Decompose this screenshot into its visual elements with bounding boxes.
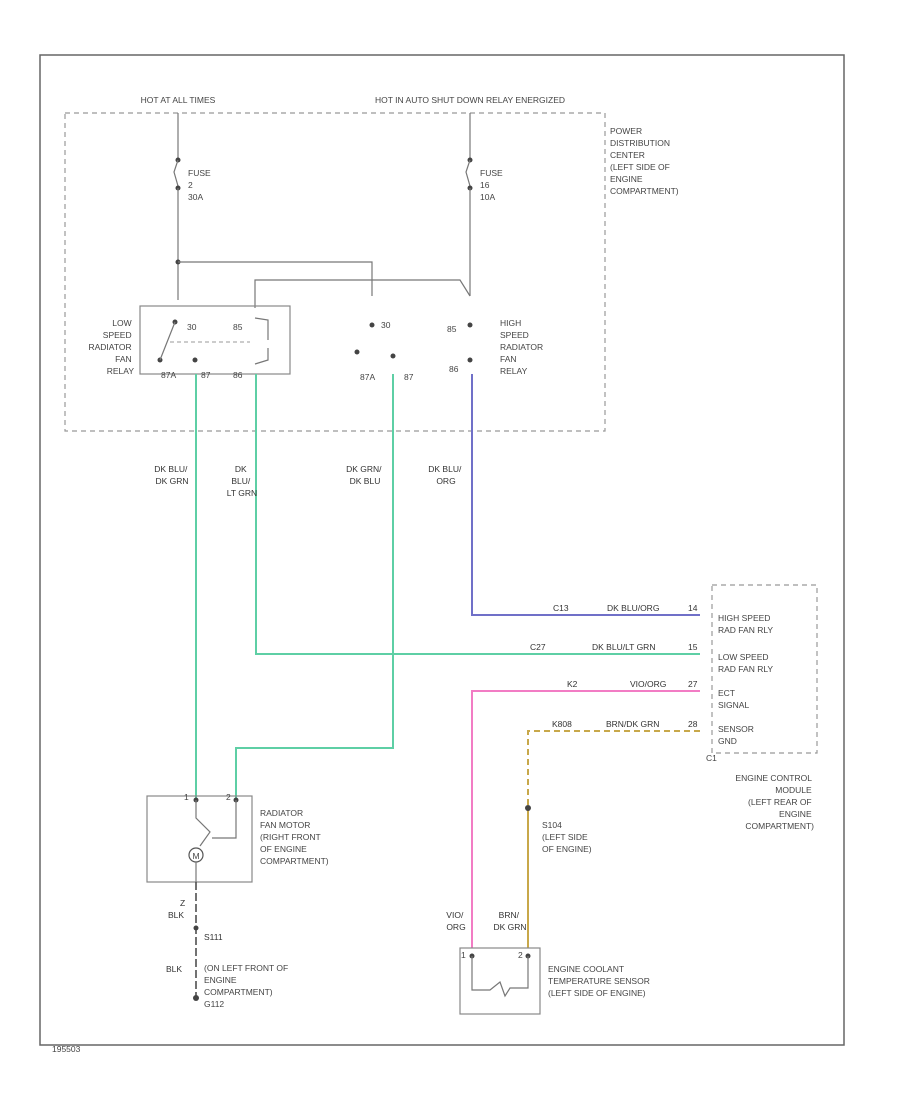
- svg-text:87: 87: [201, 370, 211, 380]
- svg-text:M: M: [192, 851, 199, 861]
- svg-text:1: 1: [184, 792, 189, 802]
- wire-label-3: DK GRN/ DK BLU: [346, 464, 384, 486]
- fuse-right-label: FUSE 16 10A: [480, 168, 505, 202]
- splice-s104-label: S104 (LEFT SIDE OF ENGINE): [542, 820, 592, 854]
- low-speed-relay-box: [139, 305, 291, 375]
- svg-text:2: 2: [518, 950, 523, 960]
- ecm-box: [711, 584, 818, 754]
- svg-text:C1: C1: [706, 753, 717, 763]
- sensor-wire-right-label: BRN/ DK GRN: [493, 910, 526, 932]
- wire-label-2: DK BLU/ LT GRN: [227, 464, 257, 498]
- sensor-wire-left-label: VIO/ ORG: [446, 910, 465, 932]
- pdc-box: [64, 112, 606, 432]
- svg-text:27: 27: [688, 679, 698, 689]
- wire-dkblu-org: [471, 374, 700, 616]
- wire-dkblu-ltgrn: [255, 374, 700, 655]
- fuse-left-label: FUSE 2 30A: [188, 168, 213, 202]
- coolant-sensor-box: [459, 947, 541, 1015]
- wire-label-4: DK BLU/ ORG: [428, 464, 463, 486]
- figure-code: 195503: [52, 1044, 81, 1054]
- svg-text:86: 86: [449, 364, 459, 374]
- svg-text:30: 30: [187, 322, 197, 332]
- svg-text:BLK: BLK: [166, 964, 182, 974]
- svg-text:S111: S111: [204, 932, 223, 942]
- ecm-pin-labels: HIGH SPEED RAD FAN RLY LOW SPEED RAD FAN…: [718, 613, 775, 746]
- svg-text:87A: 87A: [161, 370, 176, 380]
- svg-text:85: 85: [233, 322, 243, 332]
- high-speed-relay-label: HIGH SPEED RADIATOR FAN RELAY: [500, 318, 546, 376]
- thermistor-icon: [471, 956, 529, 998]
- svg-text:1: 1: [461, 950, 466, 960]
- pdc-label: POWER DISTRIBUTION CENTER (LEFT SIDE OF …: [610, 126, 679, 196]
- svg-text:C13: C13: [553, 603, 569, 613]
- low-speed-relay-label: LOW SPEED RADIATOR FAN RELAY: [88, 318, 134, 376]
- svg-text:C27: C27: [530, 642, 546, 652]
- svg-text:VIO/ORG: VIO/ORG: [630, 679, 666, 689]
- wire-label-1: DK BLU/ DK GRN: [154, 464, 189, 486]
- svg-text:BRN/DK GRN: BRN/DK GRN: [606, 719, 659, 729]
- ecm-label: ENGINE CONTROL MODULE (LEFT REAR OF ENGI…: [735, 773, 814, 831]
- svg-text:85: 85: [447, 324, 457, 334]
- wire-dkgrn-dkblu: [235, 374, 394, 800]
- svg-text:87: 87: [404, 372, 414, 382]
- wire-vio-org: [471, 690, 700, 948]
- svg-text:2: 2: [226, 792, 231, 802]
- svg-text:15: 15: [688, 642, 698, 652]
- svg-text:DK BLU/LT GRN: DK BLU/LT GRN: [592, 642, 655, 652]
- radiator-fan-motor-box: [146, 795, 253, 883]
- ground-label: (ON LEFT FRONT OF ENGINE COMPARTMENT) G1…: [204, 963, 291, 1009]
- radiator-fan-motor-label: RADIATOR FAN MOTOR (RIGHT FRONT OF ENGIN…: [260, 808, 329, 866]
- hot-left-label: HOT AT ALL TIMES: [141, 95, 216, 105]
- svg-text:86: 86: [233, 370, 243, 380]
- svg-text:Z: Z: [180, 898, 185, 908]
- diagram-frame: [39, 54, 845, 1046]
- svg-text:BLK: BLK: [168, 910, 184, 920]
- svg-text:DK BLU/ORG: DK BLU/ORG: [607, 603, 659, 613]
- svg-text:14: 14: [688, 603, 698, 613]
- wire-brn-dkgrn: [527, 730, 700, 808]
- coolant-sensor-label: ENGINE COOLANT TEMPERATURE SENSOR (LEFT …: [548, 964, 652, 998]
- svg-text:28: 28: [688, 719, 698, 729]
- svg-text:87A: 87A: [360, 372, 375, 382]
- hot-right-label: HOT IN AUTO SHUT DOWN RELAY ENERGIZED: [375, 95, 565, 105]
- svg-text:K808: K808: [552, 719, 572, 729]
- svg-text:30: 30: [381, 320, 391, 330]
- svg-text:K2: K2: [567, 679, 578, 689]
